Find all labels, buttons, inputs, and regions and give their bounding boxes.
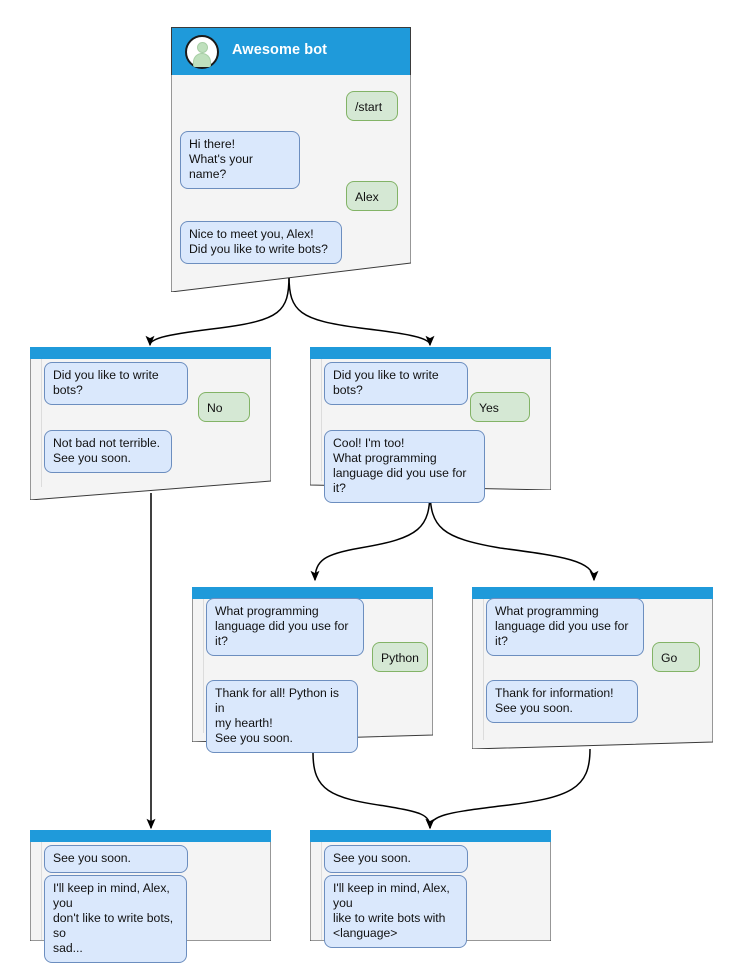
node-yes-branch[interactable]: Did you like to write bots? Yes Cool! I'… — [310, 347, 551, 503]
node-end-happy-titlebar — [310, 830, 551, 842]
message-bubble-bot[interactable]: See you soon. — [324, 845, 468, 873]
message-bubble-user[interactable]: Yes — [470, 392, 530, 422]
message-bubble-user[interactable]: Python — [372, 642, 428, 672]
edge-go-to-end-happy — [425, 748, 591, 830]
node-end-happy[interactable]: See you soon. I'll keep in mind, Alex, y… — [310, 830, 551, 948]
message-bubble-bot[interactable]: What programming language did you use fo… — [486, 598, 644, 656]
node-root[interactable]: Awesome bot /start Hi there! What's your… — [171, 27, 411, 292]
message-bubble-bot[interactable]: Not bad not terrible. See you soon. — [44, 430, 172, 473]
node-python-branch-divider — [203, 599, 204, 733]
message-bubble-user[interactable]: No — [198, 392, 250, 422]
message-bubble-bot[interactable]: Thank for information! See you soon. — [486, 680, 638, 723]
message-bubble-bot[interactable]: Did you like to write bots? — [324, 362, 468, 405]
node-end-happy-divider — [321, 842, 322, 940]
node-yes-branch-divider — [321, 359, 322, 481]
message-bubble-bot[interactable]: What programming language did you use fo… — [206, 598, 364, 656]
node-go-branch-titlebar — [472, 587, 713, 599]
node-end-sad-divider — [41, 842, 42, 940]
node-root-title: Awesome bot — [232, 42, 328, 58]
message-bubble-bot[interactable]: I'll keep in mind, Alex, you don't like … — [44, 875, 187, 963]
node-no-branch[interactable]: Did you like to write bots? No Not bad n… — [30, 347, 271, 500]
node-no-branch-titlebar — [30, 347, 271, 359]
message-bubble-bot[interactable]: I'll keep in mind, Alex, you like to wri… — [324, 875, 467, 948]
node-end-sad-titlebar — [30, 830, 271, 842]
edge-python-to-end-happy — [312, 752, 435, 830]
message-bubble-bot[interactable]: Cool! I'm too! What programming language… — [324, 430, 485, 503]
message-bubble-bot[interactable]: See you soon. — [44, 845, 188, 873]
message-bubble-bot[interactable]: Did you like to write bots? — [44, 362, 188, 405]
message-bubble-user[interactable]: /start — [346, 91, 398, 121]
message-bubble-user[interactable]: Go — [652, 642, 700, 672]
message-bubble-bot[interactable]: Thank for all! Python is in my hearth! S… — [206, 680, 358, 753]
node-root-titlebar: Awesome bot — [171, 27, 411, 75]
message-bubble-bot[interactable]: Hi there! What's your name? — [180, 131, 300, 189]
node-end-sad[interactable]: See you soon. I'll keep in mind, Alex, y… — [30, 830, 271, 963]
person-icon-head — [196, 42, 208, 53]
node-python-branch[interactable]: What programming language did you use fo… — [192, 587, 433, 753]
node-yes-branch-titlebar — [310, 347, 551, 359]
node-python-branch-titlebar — [192, 587, 433, 599]
node-no-branch-divider — [41, 359, 42, 487]
message-bubble-bot[interactable]: Nice to meet you, Alex! Did you like to … — [180, 221, 342, 264]
person-icon — [185, 35, 219, 69]
edge-yes-to-go — [429, 489, 599, 582]
node-go-branch[interactable]: What programming language did you use fo… — [472, 587, 713, 749]
edge-yes-to-python — [310, 489, 431, 582]
message-bubble-user[interactable]: Alex — [346, 181, 398, 211]
node-go-branch-divider — [483, 599, 484, 740]
person-icon-torso — [193, 53, 211, 67]
